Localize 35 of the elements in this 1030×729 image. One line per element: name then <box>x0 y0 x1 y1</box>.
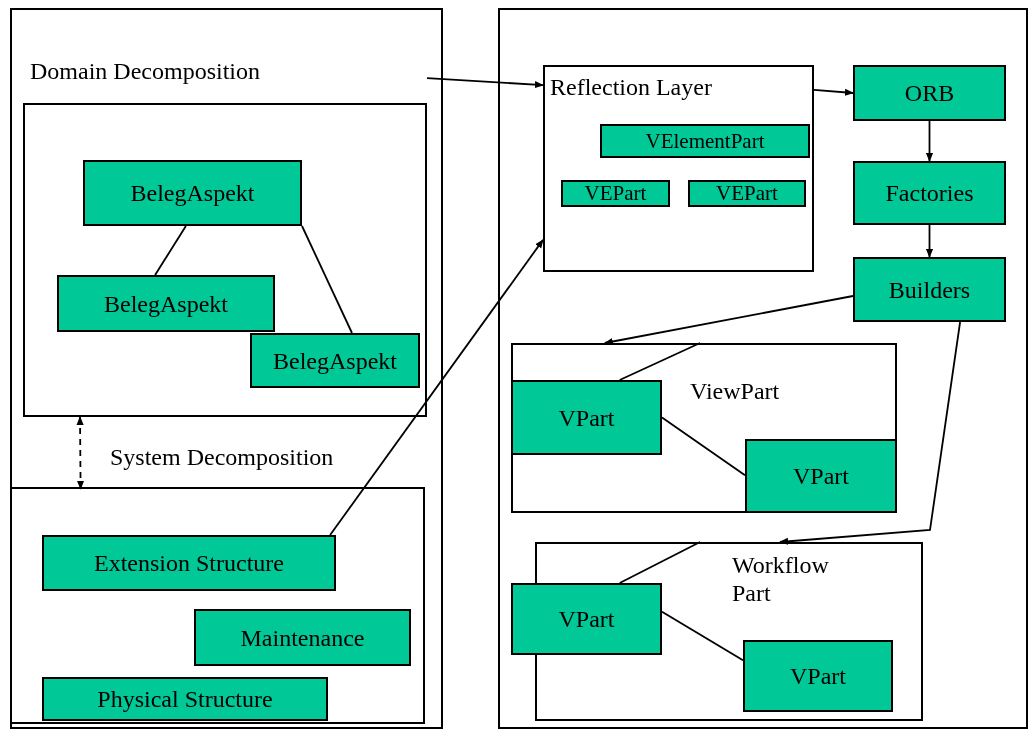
connector-line <box>661 416 746 477</box>
arrow <box>76 416 85 490</box>
component-box: BelegAspekt <box>250 333 420 388</box>
component-box: VEPart <box>688 180 806 207</box>
component-box: BelegAspekt <box>57 275 275 332</box>
connector-line <box>661 610 744 662</box>
group-heading: Reflection Layer <box>550 74 713 102</box>
arrow <box>925 224 934 258</box>
component-box: ORB <box>853 65 1006 121</box>
component-box: VPart <box>743 640 893 712</box>
arrow <box>329 239 544 536</box>
arrow <box>925 120 934 162</box>
component-box: Maintenance <box>194 609 411 666</box>
component-box: VPart <box>511 380 662 455</box>
component-box: VElementPart <box>600 124 810 158</box>
arrow <box>603 295 854 346</box>
component-box: VPart <box>511 583 662 655</box>
connector-line <box>154 225 187 276</box>
component-box: Builders <box>853 257 1006 322</box>
component-box: Factories <box>853 161 1006 225</box>
connector-line <box>301 225 353 334</box>
connector-line <box>618 541 701 584</box>
group-heading: ViewPart <box>690 378 781 406</box>
arrow <box>426 77 544 89</box>
component-box: VPart <box>745 439 897 513</box>
arrow <box>779 321 961 545</box>
component-box: Physical Structure <box>42 677 328 721</box>
component-box: Extension Structure <box>42 535 336 591</box>
group-heading: Workflow Part <box>732 552 830 608</box>
component-box: VEPart <box>561 180 670 207</box>
group-heading: Domain Decomposition <box>30 58 261 86</box>
connector-line <box>618 342 701 381</box>
arrow <box>813 88 854 96</box>
group-heading: System Decomposition <box>110 444 335 472</box>
component-box: BelegAspekt <box>83 160 302 226</box>
